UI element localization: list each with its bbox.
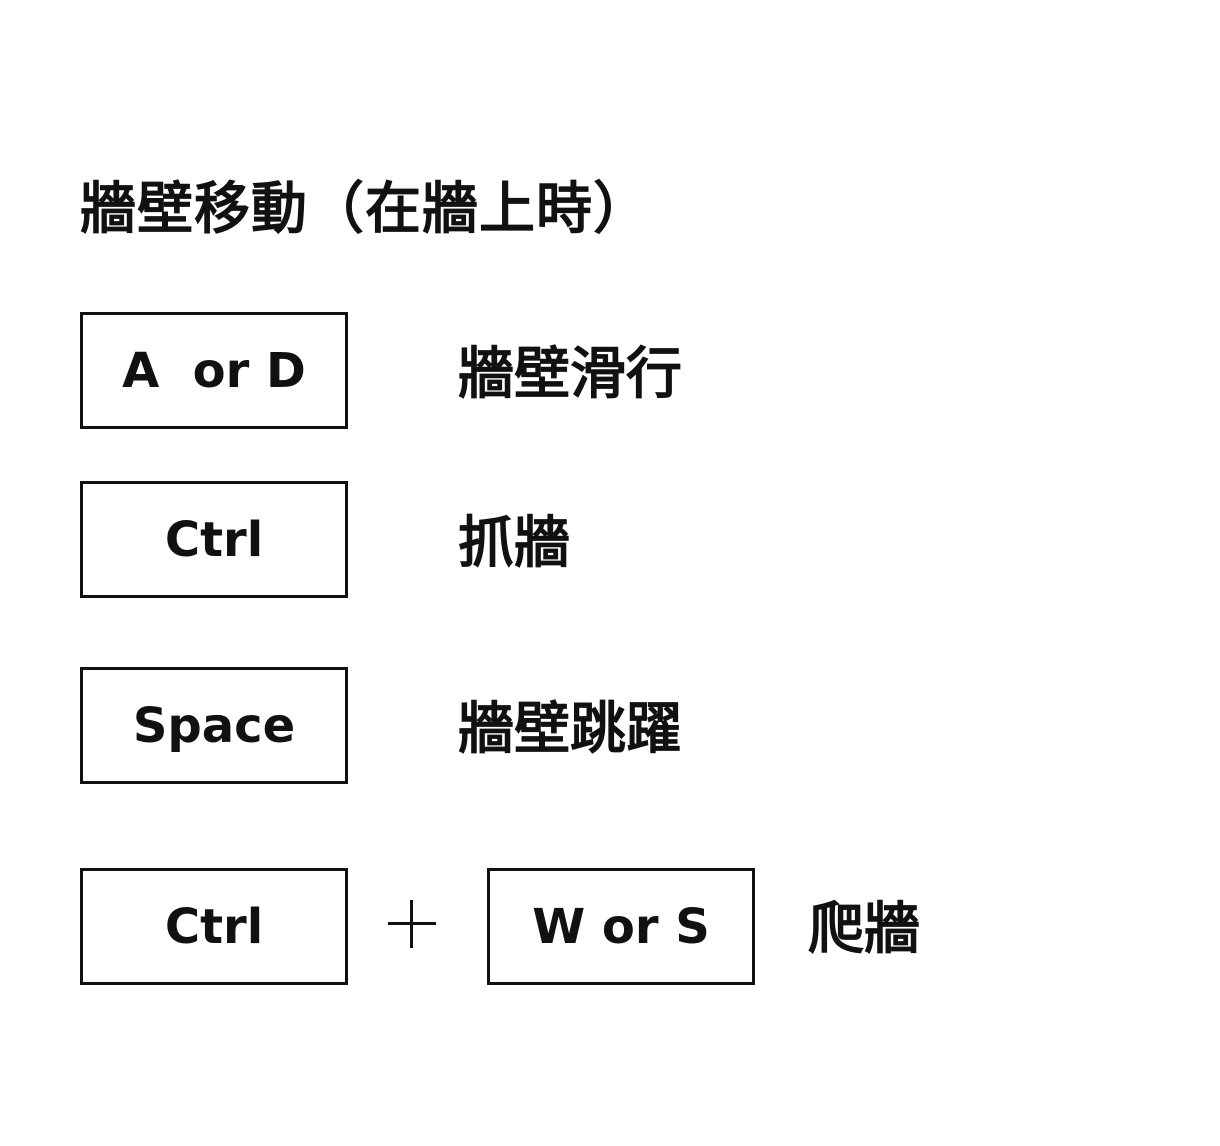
- action-climb-wall: 爬牆: [808, 897, 920, 962]
- action-wall-slide: 牆壁滑行: [458, 342, 682, 407]
- action-grab-wall: 抓牆: [458, 511, 570, 576]
- plus-icon: [388, 900, 436, 948]
- key-w-or-s: W or S: [487, 868, 755, 985]
- section-title: 牆壁移動（在牆上時）: [80, 177, 650, 242]
- key-ctrl: Ctrl: [80, 481, 348, 598]
- key-a-or-d: A or D: [80, 312, 348, 429]
- key-space: Space: [80, 667, 348, 784]
- key-ctrl-combo: Ctrl: [80, 868, 348, 985]
- action-wall-jump: 牆壁跳躍: [458, 697, 682, 762]
